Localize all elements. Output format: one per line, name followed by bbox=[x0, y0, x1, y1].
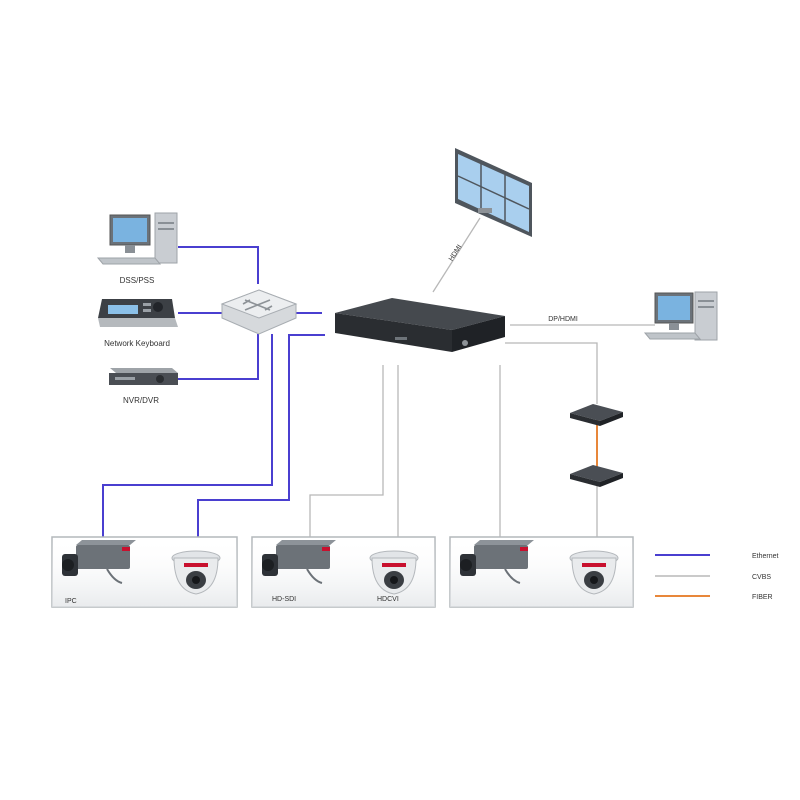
label-ipc: IPC bbox=[65, 598, 77, 605]
legend-cvbs-label: CVBS bbox=[752, 574, 771, 581]
label-network-keyboard: Network Keyboard bbox=[104, 339, 170, 348]
cvbs-line-to-converter bbox=[505, 342, 598, 404]
pc-workstation-dss bbox=[96, 212, 178, 265]
pc-workstation-right bbox=[643, 291, 718, 341]
fiber-converter-top bbox=[570, 404, 623, 426]
legend-ethernet-label: Ethernet bbox=[752, 553, 779, 560]
label-dss-pss: DSS/PSS bbox=[120, 276, 155, 285]
label-hdcvi: HDCVI bbox=[377, 596, 399, 603]
cvbs-lines bbox=[309, 217, 655, 537]
hdmi-line bbox=[432, 217, 481, 293]
cvbs-line-hdsdi bbox=[309, 365, 384, 537]
label-hdmi: HDMI bbox=[448, 244, 464, 263]
label-hd-sdi: HD-SDI bbox=[272, 596, 296, 603]
ethernet-line-pc-switch bbox=[178, 246, 259, 284]
ethernet-line-switch-ipc2 bbox=[197, 334, 325, 537]
fiber-converter-bottom bbox=[570, 465, 623, 487]
ethernet-line-nvr-switch bbox=[178, 334, 259, 380]
label-nvr-dvr: NVR/DVR bbox=[123, 396, 159, 405]
ethernet-line-switch-ipc1 bbox=[102, 334, 273, 537]
ethernet-lines bbox=[102, 246, 325, 537]
label-dp-hdmi: DP/HDMI bbox=[548, 316, 578, 323]
network-keyboard bbox=[98, 299, 178, 327]
video-wall-display bbox=[455, 148, 532, 237]
network-switch bbox=[220, 289, 298, 335]
nvr-dvr-recorder bbox=[109, 368, 178, 385]
decoder-device bbox=[335, 298, 505, 352]
legend-fiber-label: FIBER bbox=[752, 594, 773, 601]
legend: Ethernet CVBS FIBER bbox=[655, 553, 779, 601]
